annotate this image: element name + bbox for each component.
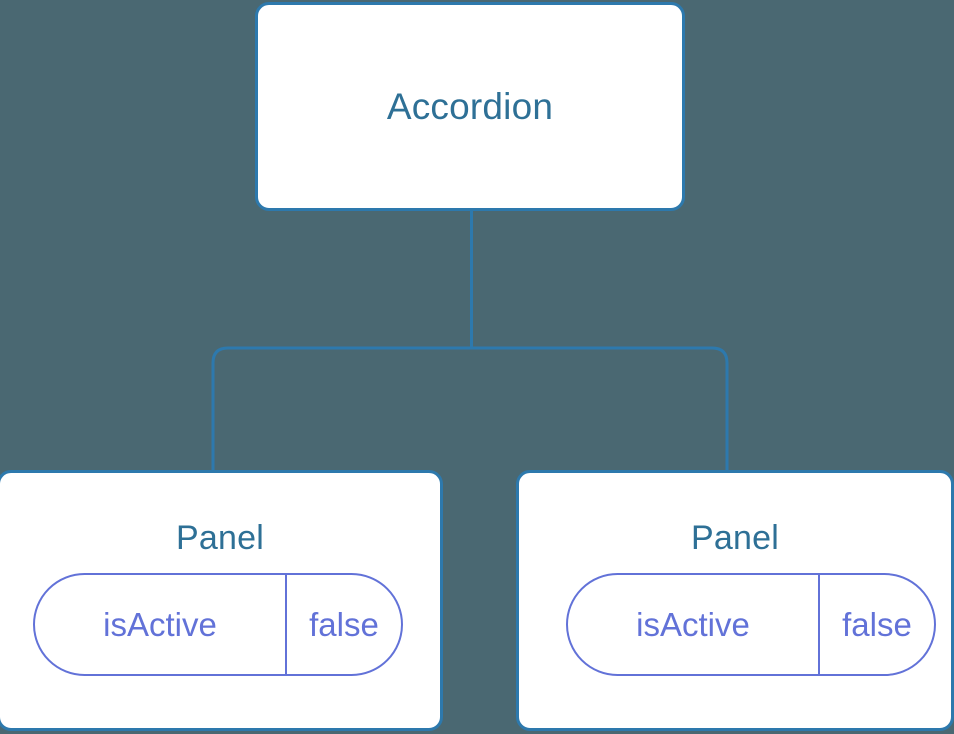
prop-pill-panel-2[interactable]: isActive false	[566, 573, 936, 676]
prop-key-panel-2: isActive	[568, 575, 820, 674]
node-accordion-label: Accordion	[386, 86, 554, 127]
node-panel-1[interactable]: Panel isActive false	[0, 470, 443, 731]
node-accordion[interactable]: Accordion	[255, 2, 685, 211]
node-panel-1-label: Panel	[176, 519, 264, 557]
prop-value-panel-1: false	[309, 606, 379, 643]
prop-value-panel-2: false	[842, 606, 912, 643]
prop-pill-panel-1[interactable]: isActive false	[33, 573, 403, 676]
prop-key-panel-1: isActive	[35, 575, 287, 674]
node-panel-2[interactable]: Panel isActive false	[516, 470, 954, 731]
node-panel-2-label: Panel	[691, 519, 779, 557]
connector-branch-bar	[211, 346, 729, 470]
